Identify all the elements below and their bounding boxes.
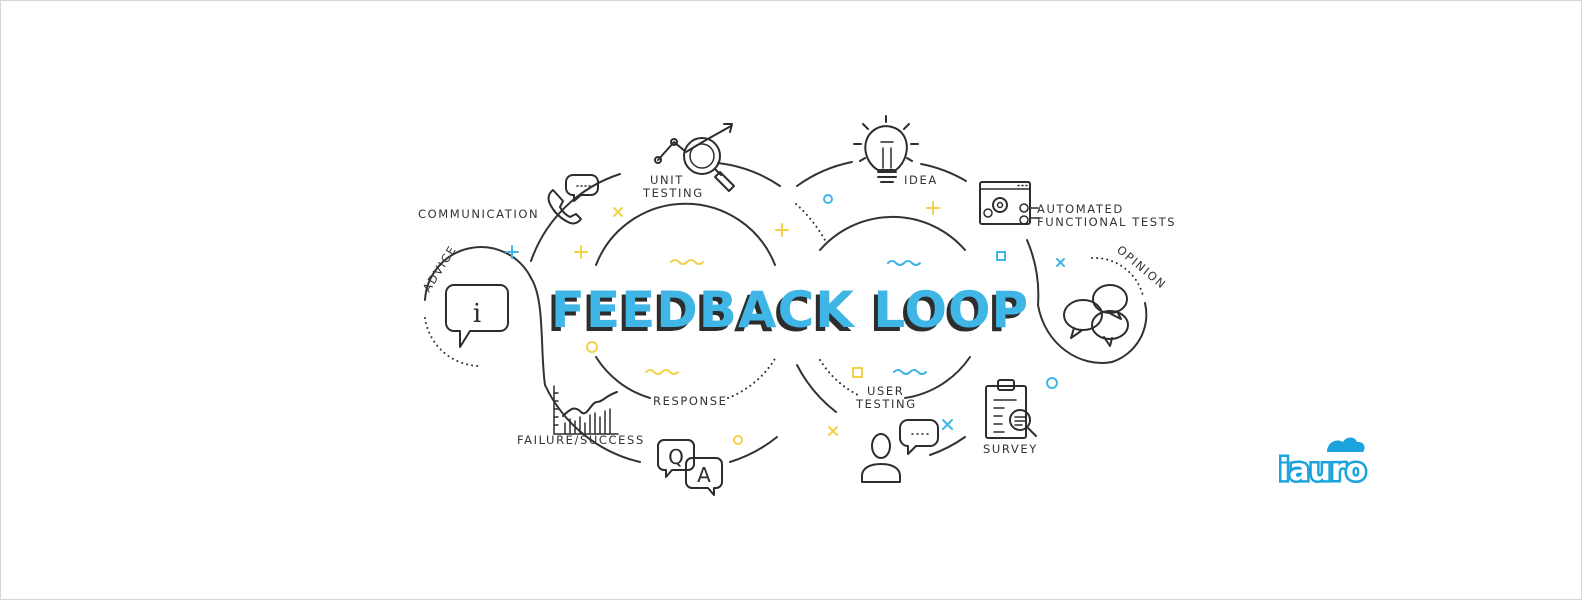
chat-bubbles-icon xyxy=(1063,284,1129,347)
label-response: RESPONSE xyxy=(653,394,728,408)
outer-left-dots xyxy=(795,203,827,243)
inner-left-dots xyxy=(727,356,777,399)
deco-x-blue xyxy=(1056,258,1065,267)
bar-chart-icon xyxy=(553,385,619,435)
label-communication: COMMUNICATION xyxy=(418,207,539,221)
inner-right-dots xyxy=(819,359,861,397)
title-shadow: FEEDBACK LOOP xyxy=(547,285,1025,343)
label-unit-testing-line2: TESTING xyxy=(642,186,704,200)
deco-x-blue xyxy=(942,419,953,430)
deco-circle-yellow xyxy=(733,435,743,445)
deco-circle-blue xyxy=(1046,377,1058,389)
iauro-logo: iauro xyxy=(1277,437,1369,491)
qa-letter-a: A xyxy=(697,463,711,487)
info-speech-bubble-icon: i xyxy=(445,284,509,348)
clipboard-search-icon xyxy=(985,379,1037,439)
inner-left-arc-bottom xyxy=(595,356,651,399)
label-advice: ADVICE xyxy=(420,242,460,294)
outer-right-arc-right xyxy=(1026,239,1040,306)
inner-right-arc-top xyxy=(819,216,966,251)
user-chat-icon xyxy=(861,419,939,483)
outer-right-arc-top-right xyxy=(920,163,967,182)
advice-connector xyxy=(530,277,546,386)
label-idea: IDEA xyxy=(904,173,938,187)
deco-plus-blue xyxy=(505,245,519,259)
loop-arcs xyxy=(424,161,1148,463)
magnifier-trend-icon xyxy=(654,123,735,192)
outer-left-arc-bottom-right xyxy=(729,436,778,463)
deco-x-yellow xyxy=(613,207,623,217)
label-opinion: OPINION xyxy=(1114,243,1169,292)
deco-circle-yellow xyxy=(586,341,598,353)
label-user-testing-line2: TESTING xyxy=(855,397,917,411)
deco-plus-yellow xyxy=(775,223,789,237)
deco-square-yellow xyxy=(852,367,863,378)
opinion-arc xyxy=(1111,302,1148,363)
logo-text: iauro xyxy=(1279,453,1366,488)
title-text: FEEDBACK LOOP xyxy=(551,281,1029,339)
deco-plus-yellow xyxy=(574,245,588,259)
deco-wave-blue xyxy=(887,260,921,266)
label-automated-line2: FUNCTIONAL TESTS xyxy=(1037,215,1176,229)
outer-right-arc-bottom-left xyxy=(796,364,837,413)
qa-letter-q: Q xyxy=(668,445,684,469)
outer-right-arc-top-left xyxy=(796,161,853,187)
deco-plus-yellow xyxy=(926,201,940,215)
label-user-testing-line1: USER xyxy=(867,384,904,398)
advice-dots xyxy=(424,317,479,367)
deco-wave-yellow xyxy=(645,369,679,375)
outer-left-arc-bottom-left xyxy=(544,384,641,463)
qa-bubbles-icon: Q A xyxy=(657,439,723,496)
lightbulb-icon xyxy=(853,115,919,183)
outer-left-arc-top-right xyxy=(717,162,781,187)
inner-left-arc-top xyxy=(595,202,776,266)
advice-arc xyxy=(424,246,532,301)
label-failure-success: FAILURE/SUCCESS xyxy=(517,433,645,447)
opinion-dots xyxy=(1091,256,1144,297)
phone-chat-icon xyxy=(547,174,599,225)
deco-wave-yellow xyxy=(670,259,704,265)
deco-x-yellow xyxy=(828,426,838,436)
info-glyph: i xyxy=(473,299,481,329)
outer-left-arc-top xyxy=(530,173,621,262)
label-survey: SURVEY xyxy=(983,442,1038,456)
decorations xyxy=(505,194,1065,445)
label-unit-testing-line1: UNIT xyxy=(650,173,684,187)
inner-right-arc-bottom xyxy=(904,356,971,399)
logo-cloud xyxy=(1327,437,1365,452)
label-automated-line1: AUTOMATED xyxy=(1037,202,1124,216)
outer-right-arc-bottom-right xyxy=(929,436,966,456)
deco-square-blue xyxy=(996,251,1006,261)
opinion-connector xyxy=(1037,304,1113,364)
browser-gears-icon xyxy=(979,181,1041,225)
deco-circle-blue xyxy=(823,194,833,204)
page-title: FEEDBACK LOOP FEEDBACK LOOP xyxy=(547,281,1029,343)
deco-wave-blue xyxy=(893,369,927,375)
